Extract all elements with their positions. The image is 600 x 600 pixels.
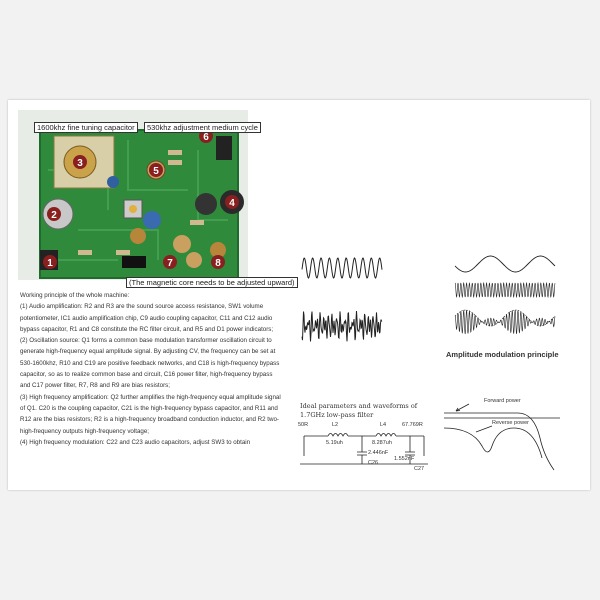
forward-power-curve [444, 412, 555, 471]
working-principle-text: Working principle of the whole machine: … [20, 290, 282, 448]
source-resistance-label: 50R [298, 422, 309, 428]
marker-8: 8 [215, 258, 221, 269]
reverse-power-curve [443, 427, 543, 459]
filter-title: Ideal parameters and waveforms of 1.7GHz… [300, 402, 418, 419]
am-envelope [454, 309, 556, 327]
audio-signal-wave [301, 311, 383, 342]
am-modulated-wave [454, 310, 556, 335]
description-oscillation: (2) Oscillation source: Q1 forms a commo… [20, 337, 280, 390]
carrier-wave [301, 257, 383, 279]
c27-value: 1.552nF [394, 456, 415, 462]
c26-label: C26 [368, 460, 379, 466]
marker-1: 1 [47, 258, 53, 269]
modulating-sine-wave [454, 255, 556, 273]
low-pass-filter-schematic: 50R L2 L4 67.769R 5.19uh 8.287uh 2.446nF… [298, 422, 433, 477]
c26-value: 2.446nF [368, 450, 389, 456]
l4-value: 8.287uh [372, 440, 392, 446]
label-fine-tuning-capacitor: 1600khz fine tuning capacitor [34, 122, 138, 133]
am-principle-label: Amplitude modulation principle [446, 350, 559, 359]
marker-6: 6 [203, 132, 209, 143]
audio-waveform-figure [301, 257, 383, 342]
reverse-power-label: Reverse power [492, 420, 529, 426]
l4-label: L4 [380, 422, 387, 428]
pcb-illustration: 1 2 3 4 5 6 7 8 [18, 110, 248, 280]
document-sheet: 1 2 3 4 5 6 7 8 1600khz fine tuning capa… [8, 100, 590, 490]
marker-4: 4 [229, 198, 235, 209]
pcb-photo: 1 2 3 4 5 6 7 8 1600khz fine tuning capa… [18, 110, 261, 280]
forward-power-label: Forward power [484, 398, 521, 404]
description-heading: Working principle of the whole machine: [20, 292, 130, 299]
filter-schematic-svg [300, 433, 428, 465]
description-audio: (1) Audio amplification: R2 and R3 are t… [20, 303, 274, 333]
marker-5: 5 [153, 166, 159, 177]
label-adjustment-medium-cycle: 530khz adjustment medium cycle [144, 122, 261, 133]
l2-label: L2 [332, 422, 339, 428]
c27-label: C27 [414, 466, 425, 472]
power-response-svg [443, 403, 560, 471]
hf-carrier-wave [454, 281, 556, 299]
power-response-figure: Forward power Reverse power [443, 398, 562, 478]
description-hf-modulation: (4) High frequency modulation: C22 and C… [20, 438, 251, 446]
marker-3: 3 [77, 158, 83, 169]
magnetic-core-caption: (The magnetic core needs to be adjusted … [126, 277, 298, 288]
description-hf-amplification: (3) High frequency amplification: Q2 fur… [20, 393, 281, 435]
l2-value: 5.19uh [326, 440, 343, 446]
marker-2: 2 [51, 210, 57, 221]
am-waveform-figure [454, 255, 556, 335]
load-resistance-label: 67.769R [402, 422, 423, 428]
marker-7: 7 [167, 258, 173, 269]
